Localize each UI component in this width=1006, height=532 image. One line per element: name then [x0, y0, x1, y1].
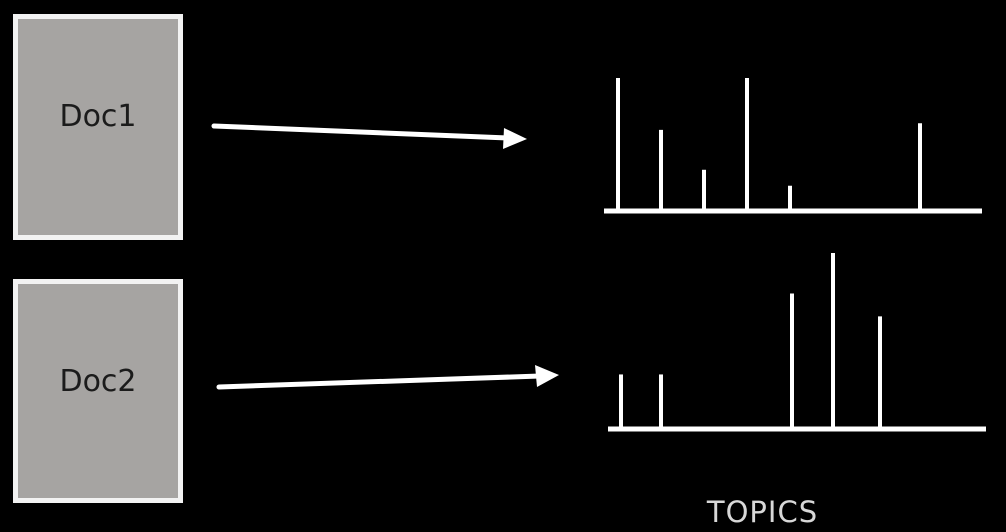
arrow-doc1 [211, 123, 527, 149]
arrow-doc2 [216, 365, 559, 390]
document-box-doc1: Doc1 [13, 14, 183, 240]
doc1-label: Doc1 [59, 99, 137, 134]
chart2-bars [619, 253, 882, 429]
doc2-label: Doc2 [59, 364, 137, 399]
arrow-doc1-shaft [211, 123, 511, 141]
arrow-doc2-shaft [216, 373, 543, 390]
arrow-doc1-head [503, 128, 527, 149]
document-box-doc2: Doc2 [13, 279, 183, 503]
arrow-doc2-head [535, 365, 559, 387]
chart1-bars [616, 78, 922, 211]
topics-label: TOPICS [706, 495, 819, 529]
